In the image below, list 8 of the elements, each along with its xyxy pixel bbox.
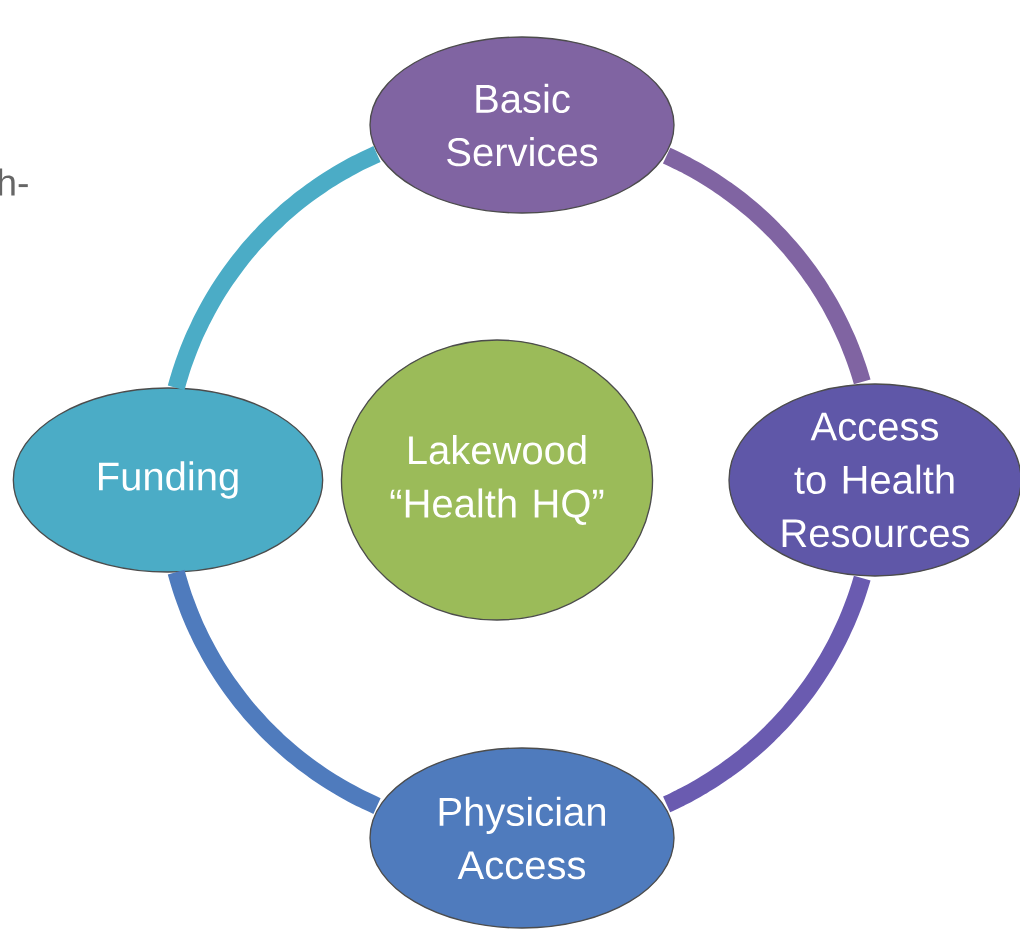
ellipse-node: Funding	[12, 387, 324, 573]
ring-segment	[167, 146, 381, 391]
ellipse-node: Access to Health Resources	[728, 383, 1020, 577]
ellipse-node: Basic Services	[369, 36, 675, 214]
ring-segment	[663, 575, 871, 813]
ring-segment	[662, 147, 871, 385]
ring-segment	[167, 569, 381, 814]
ellipse-node: Physician Access	[369, 747, 675, 929]
